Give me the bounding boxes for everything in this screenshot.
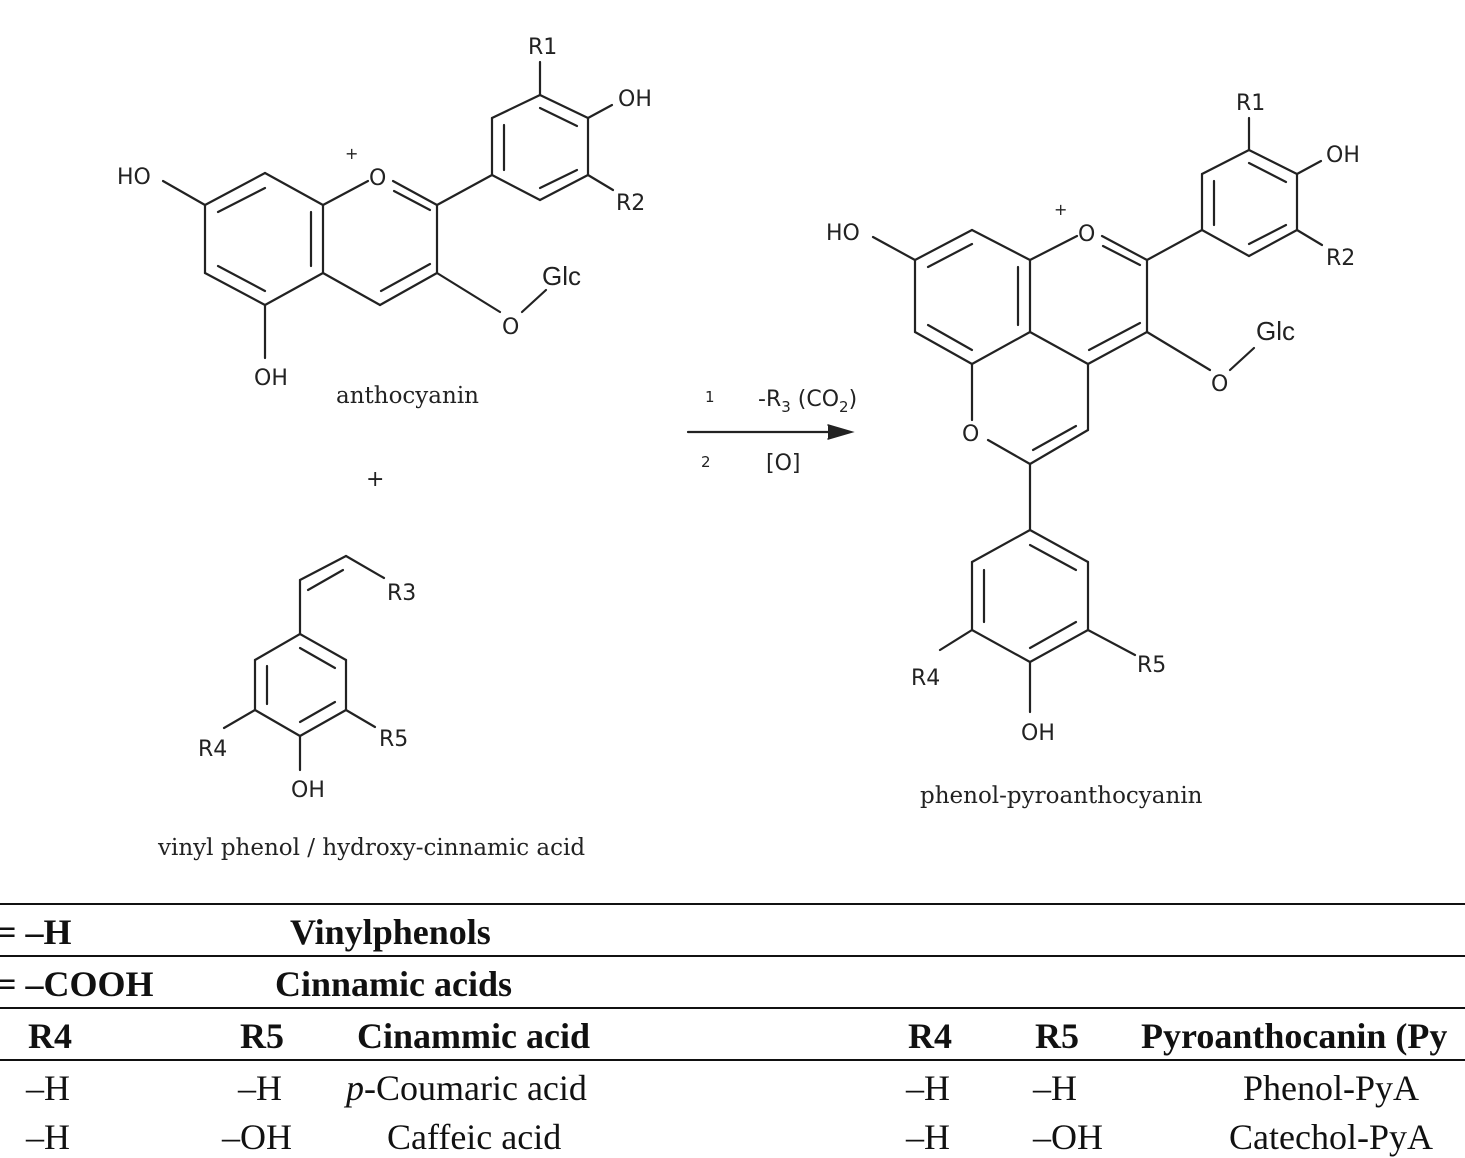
reaction-step-2-number: 2 (701, 453, 711, 471)
reactant-plus-sign: + (366, 467, 384, 492)
row2-product-r4: –H (906, 1117, 950, 1157)
anthocyanin-ring-oxygen: O (369, 166, 386, 191)
product-glc-label: Glc (1256, 316, 1295, 346)
r3-h-class: Vinylphenols (290, 912, 491, 952)
anthocyanin-r1-label: R1 (528, 35, 557, 60)
row2-r5: –OH (222, 1117, 292, 1157)
r3-cooh-label: = –COOH (0, 964, 154, 1004)
product-ho-label: HO (826, 221, 860, 246)
vinyl-phenol-structure (222, 554, 386, 772)
reaction-arrow (686, 424, 855, 440)
header-product-r4: R4 (908, 1016, 952, 1056)
anthocyanin-oh-bottom-label: OH (254, 366, 288, 391)
anthocyanin-ho-label: HO (117, 165, 151, 190)
reaction-step-1-condition: -R3 (CO2) (758, 387, 857, 416)
vinyl-r3-label: R3 (387, 581, 416, 606)
row1-product-r5: –H (1033, 1068, 1077, 1108)
table-header-rule (0, 1059, 1465, 1061)
reaction-step-1-number: 1 (705, 388, 715, 406)
anthocyanin-charge: + (345, 144, 358, 163)
vinyl-oh-label: OH (291, 778, 325, 803)
product-charge: + (1054, 200, 1067, 219)
row1-acid: p-Coumaric acid (346, 1068, 587, 1108)
product-pyran-oxygen: O (962, 422, 979, 447)
vinyl-r5-label: R5 (379, 727, 408, 752)
anthocyanin-structure (161, 60, 615, 360)
header-cinammic-acid: Cinammic acid (357, 1016, 590, 1056)
product-glycoside-oxygen: O (1211, 372, 1228, 397)
reaction-step-2-condition: [O] (766, 451, 800, 476)
row2-r4: –H (26, 1117, 70, 1157)
row2-acid: Caffeic acid (387, 1117, 562, 1157)
header-r5: R5 (240, 1016, 284, 1056)
anthocyanin-oh-label: OH (618, 87, 652, 112)
product-r5-label: R5 (1137, 653, 1166, 678)
anthocyanin-glc-label: Glc (542, 261, 581, 291)
pyroanthocyanin-structure (871, 116, 1324, 714)
header-product-r5: R5 (1035, 1016, 1079, 1056)
row1-r4: –H (26, 1068, 70, 1108)
product-oh-label: OH (1326, 143, 1360, 168)
product-r4-label: R4 (911, 666, 940, 691)
product-r1-label: R1 (1236, 91, 1265, 116)
product-oh-bottom-label: OH (1021, 721, 1055, 746)
r3-cooh-class: Cinnamic acids (275, 964, 513, 1004)
product-ring-oxygen: O (1078, 222, 1095, 247)
vinyl-caption: vinyl phenol / hydroxy-cinnamic acid (157, 835, 585, 861)
table-rule-2 (0, 955, 1465, 957)
anthocyanin-r2-label: R2 (616, 191, 645, 216)
row2-pya: Catechol-PyA (1229, 1117, 1433, 1157)
row1-r5: –H (238, 1068, 282, 1108)
table-rule-3 (0, 1007, 1465, 1009)
header-pyroanthocyanin: Pyroanthocanin (Py (1141, 1016, 1448, 1056)
row1-product-r4: –H (906, 1068, 950, 1108)
header-r4: R4 (28, 1016, 72, 1056)
anthocyanin-glycoside-oxygen: O (502, 315, 519, 340)
table-top-rule (0, 903, 1465, 905)
reaction-scheme: R1 OH R2 HO O + OH O Glc anthocyanin + R… (117, 35, 1360, 861)
anthocyanin-caption: anthocyanin (336, 383, 479, 409)
row2-product-r5: –OH (1033, 1117, 1103, 1157)
product-r2-label: R2 (1326, 246, 1355, 271)
row1-pya: Phenol-PyA (1242, 1068, 1420, 1108)
vinyl-r4-label: R4 (198, 737, 227, 762)
product-caption: phenol-pyroanthocyanin (920, 783, 1203, 809)
r3-h-label: = –H (0, 912, 72, 952)
